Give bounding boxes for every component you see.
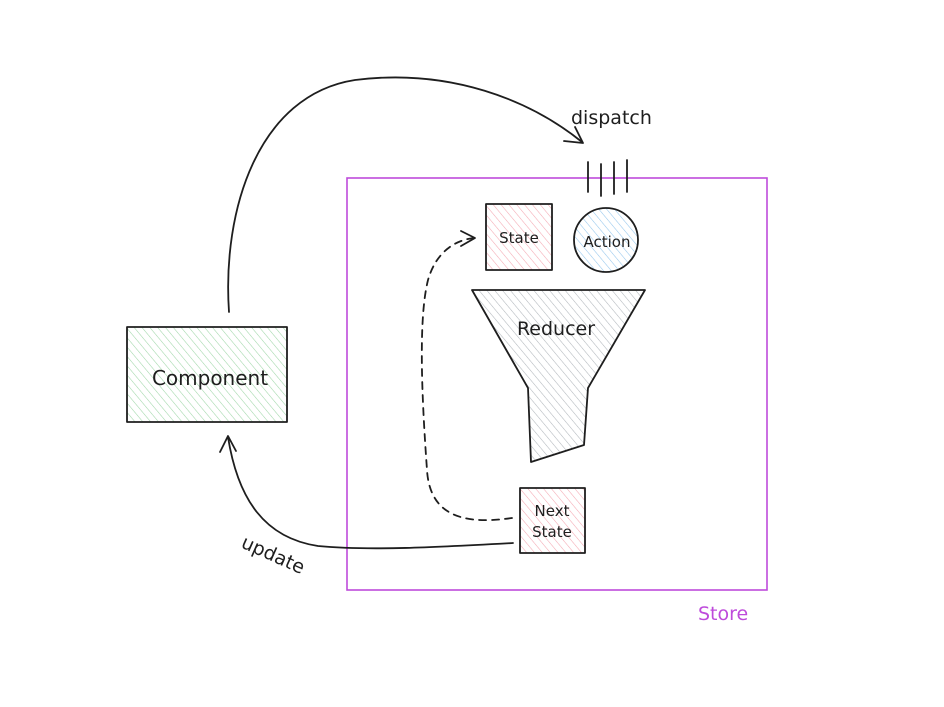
next-state-label-line2: State xyxy=(532,523,572,541)
next-state-box xyxy=(519,487,586,554)
update-arrow xyxy=(219,435,514,550)
store-box xyxy=(346,177,768,591)
update-label: update xyxy=(238,531,308,578)
next-state-label-line1: Next xyxy=(535,502,570,520)
action-circle xyxy=(573,207,639,273)
state-label: State xyxy=(499,229,539,247)
state-box xyxy=(485,203,553,271)
dispatch-label: dispatch xyxy=(571,107,652,129)
reducer-label: Reducer xyxy=(517,318,595,340)
dispatch-tick-lines xyxy=(587,159,628,197)
component-label: Component xyxy=(152,366,268,390)
reducer-funnel xyxy=(471,289,646,463)
state-loop-dashed-arrow xyxy=(420,230,513,521)
component-box xyxy=(126,326,288,423)
dispatch-arrow xyxy=(227,76,584,313)
store-label: Store xyxy=(698,603,748,625)
action-label: Action xyxy=(584,233,631,251)
